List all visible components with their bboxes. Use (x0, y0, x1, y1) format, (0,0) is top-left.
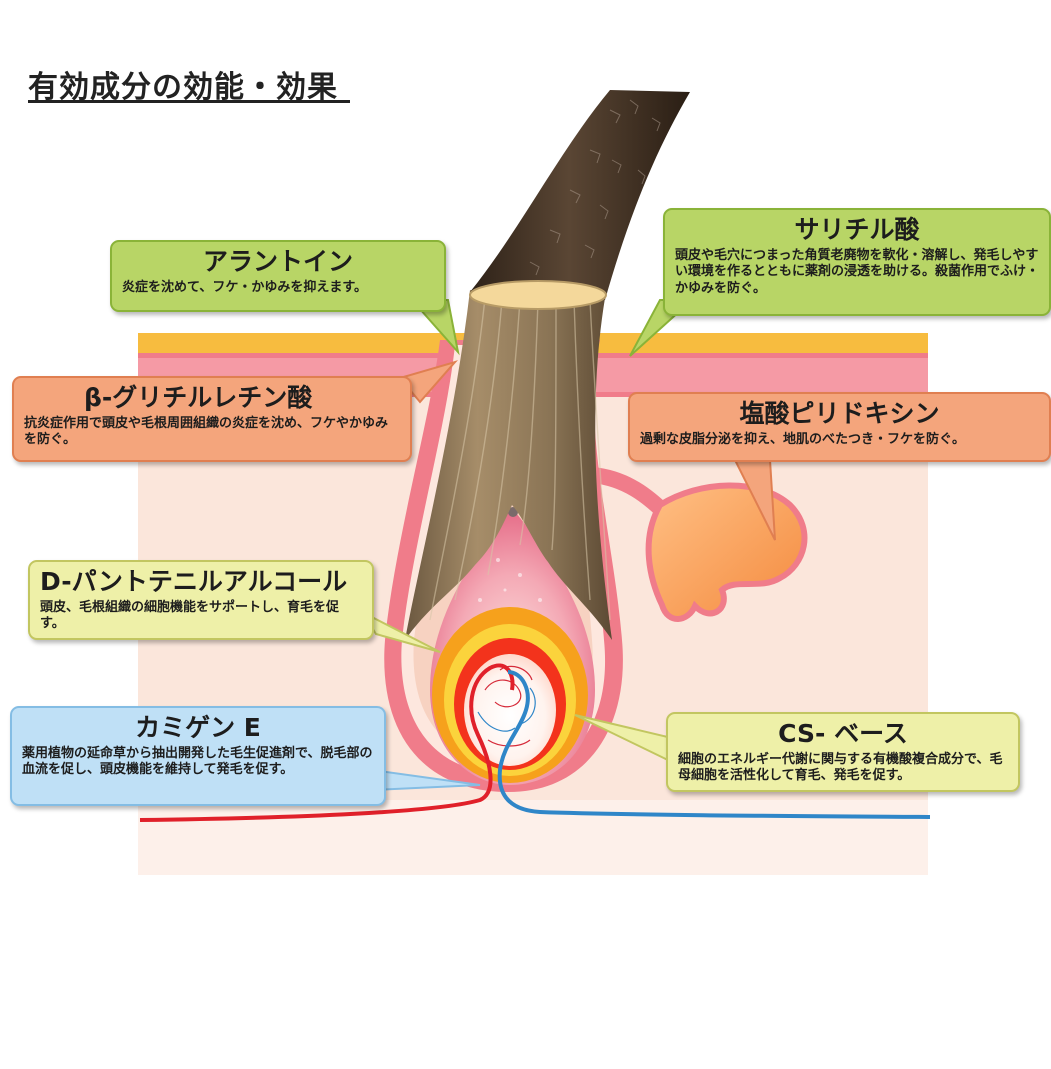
page-title: 有効成分の効能・効果 (28, 70, 338, 105)
papilla-capillaries (477, 665, 536, 747)
callout-kamigen-e-desc: 薬用植物の延命草から抽出開発した毛生促進剤で、脱毛部の血流を促し、頭皮機能を維持… (22, 745, 373, 778)
callout-salicylic-acid-desc: 頭皮や毛穴につまった角質老廃物を軟化・溶解し、発毛しやすい環境を作るとともに薬剤… (675, 247, 1040, 297)
callout-allantoin-desc: 炎症を沈めて、フケ・かゆみを抑えます。 (122, 279, 368, 295)
callout-glycyrrhetinic-acid-desc: 抗炎症作用で頭皮や毛根周囲組織の炎症を沈め、フケやかゆみを防ぐ。 (24, 415, 389, 448)
callout-cs-base-desc: 細胞のエネルギー代謝に関与する有機酸複合成分で、毛母細胞を活性化して育毛、発毛を… (678, 751, 1003, 784)
callout-cs-base-name: CS- ベース (778, 719, 908, 748)
dermal-papilla (464, 654, 556, 766)
hair-cuticle (529, 99, 661, 276)
title-underline (28, 100, 350, 103)
bulb-tip-dot (508, 507, 518, 517)
callout-allantoin: アラントイン 炎症を沈めて、フケ・かゆみを抑えます。 (110, 240, 446, 312)
callout-pyridoxine-hcl-desc: 過剰な皮脂分泌を抑え、地肌のべたつき・フケを防ぐ。 (640, 431, 966, 447)
hair-cross-section (469, 280, 607, 310)
hair-root (405, 290, 612, 640)
callout-cs-base: CS- ベース 細胞のエネルギー代謝に関与する有機酸複合成分で、毛母細胞を活性化… (666, 712, 1020, 792)
callout-d-panthenol-name: D-パントテニルアルコール (40, 567, 348, 596)
callout-kamigen-e-name: カミゲン E (135, 713, 261, 742)
callout-allantoin-name: アラントイン (202, 247, 353, 276)
artery (139, 663, 515, 822)
vein (497, 670, 931, 819)
callout-glycyrrhetinic-acid-name: β-グリチルレチン酸 (84, 383, 313, 412)
callout-pyridoxine-hcl: 塩酸ピリドキシン 過剰な皮脂分泌を抑え、地肌のべたつき・フケを防ぐ。 (628, 392, 1051, 462)
callout-kamigen-e: カミゲン E 薬用植物の延命草から抽出開発した毛生促進剤で、脱毛部の血流を促し、… (10, 706, 386, 806)
callout-glycyrrhetinic-acid: β-グリチルレチン酸 抗炎症作用で頭皮や毛根周囲組織の炎症を沈め、フケやかゆみを… (12, 376, 412, 462)
callout-d-panthenol: D-パントテニルアルコール 頭皮、毛根組織の細胞機能をサポートし、育毛を促す。 (28, 560, 374, 640)
callout-pyridoxine-hcl-name: 塩酸ピリドキシン (739, 399, 940, 428)
callout-d-panthenol-desc: 頭皮、毛根組織の細胞機能をサポートし、育毛を促す。 (40, 599, 340, 632)
callout-salicylic-acid: サリチル酸 頭皮や毛穴につまった角質老廃物を軟化・溶解し、発毛しやすい環境を作る… (663, 208, 1051, 316)
hair-root-striations (429, 297, 611, 621)
callout-salicylic-acid-name: サリチル酸 (794, 215, 920, 244)
